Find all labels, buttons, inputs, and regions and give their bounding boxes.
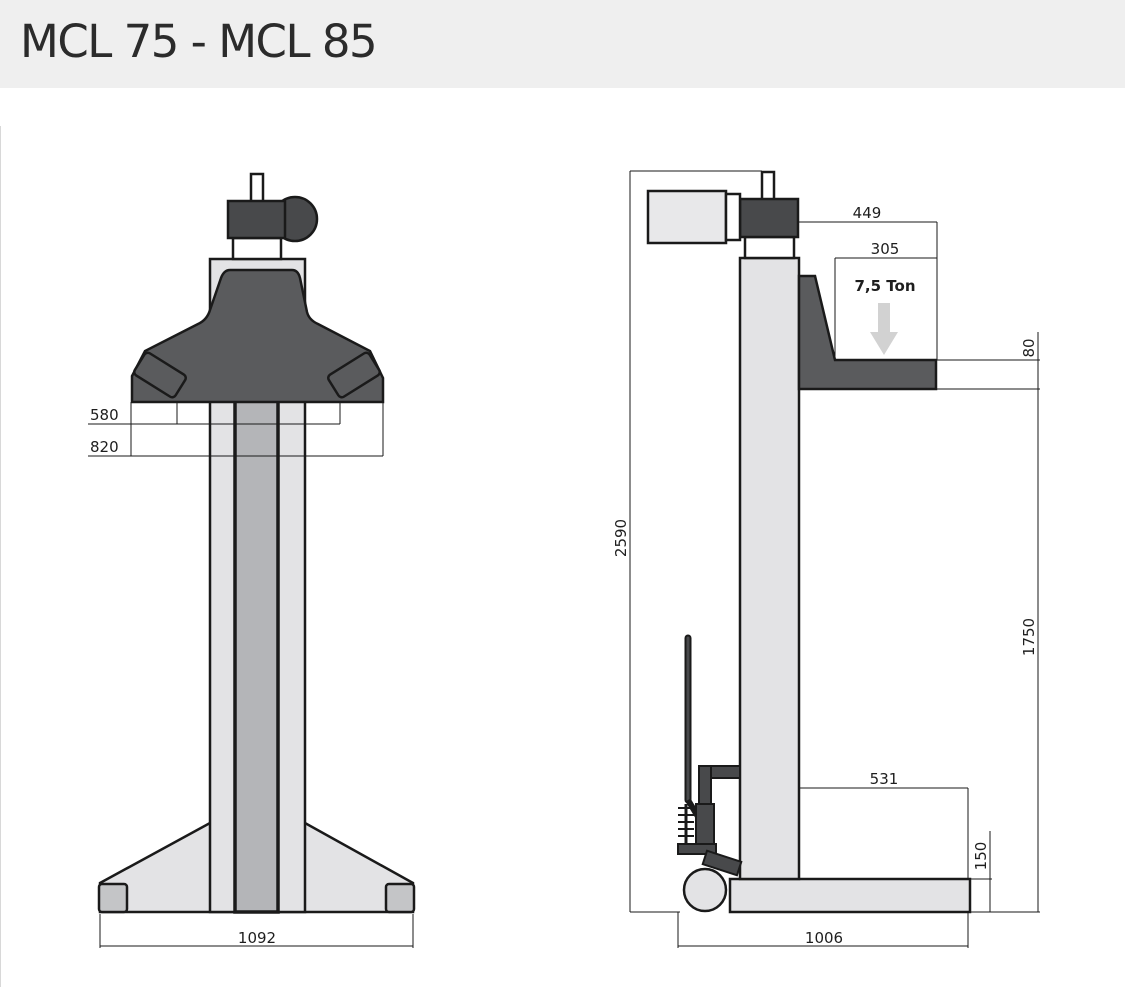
dim-label-1750: 1750 [1020, 618, 1038, 656]
front-column-center [233, 393, 280, 914]
dim-label-2590: 2590 [612, 519, 630, 557]
dim-label-580: 580 [90, 406, 119, 424]
dim-label-1006: 1006 [805, 929, 843, 947]
front-motor-neck [231, 236, 283, 261]
pump-spring [678, 804, 694, 846]
front-motor-body [226, 199, 287, 240]
dim-label-150: 150 [972, 842, 990, 871]
side-view: 7,5 Ton [612, 170, 1040, 948]
load-arrow-icon [870, 303, 898, 355]
header-bar [0, 0, 1125, 88]
front-view: 580 820 1092 [88, 172, 416, 948]
side-motor-spout [760, 170, 776, 202]
side-base [728, 877, 972, 914]
side-motor-coupling [724, 192, 742, 242]
pump-base-bracket [677, 843, 717, 855]
side-motor-body [738, 197, 800, 239]
side-wheel [682, 867, 728, 913]
front-foot-left [97, 882, 129, 914]
dim-label-449: 449 [853, 204, 882, 222]
dim-label-1092: 1092 [238, 929, 276, 947]
front-foot-right [384, 882, 416, 914]
dim-label-305: 305 [871, 240, 900, 258]
side-motor-neck [743, 235, 796, 260]
front-fork-pad-right [327, 351, 381, 399]
side-motor-housing [646, 189, 728, 245]
content-left-border [0, 126, 1, 987]
dim-label-531: 531 [870, 770, 899, 788]
page-title: MCL 75 - MCL 85 [20, 15, 378, 68]
load-capacity-label: 7,5 Ton [854, 277, 915, 295]
front-dimension-lines [88, 402, 414, 948]
front-motor-spout [249, 172, 265, 204]
dim-label-820: 820 [90, 438, 119, 456]
dim-label-80: 80 [1020, 338, 1038, 357]
side-column [738, 256, 801, 881]
wheel-arm [701, 849, 743, 877]
pump-bracket-vertical [698, 765, 712, 807]
side-dimension-lines [629, 170, 1040, 948]
front-fork-pad-left [133, 351, 187, 399]
